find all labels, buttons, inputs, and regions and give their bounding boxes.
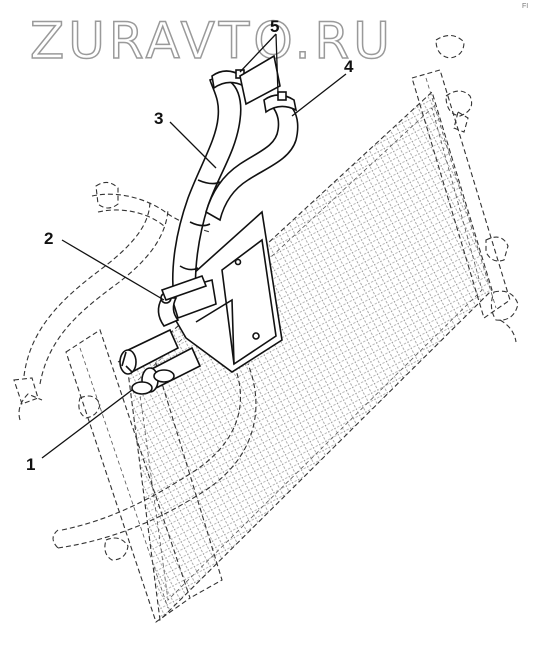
heater-core-housing [162, 210, 283, 373]
radiator-side-tank-right [411, 69, 511, 319]
corner-mark: FI [522, 3, 528, 10]
callout-1: 1 [26, 455, 35, 474]
watermark-text: ZURAVTO.RU [30, 12, 394, 70]
radiator-core [127, 91, 493, 622]
heater-pipe-stubs [119, 328, 202, 395]
clip-plate [239, 54, 281, 106]
callout-4: 4 [344, 57, 354, 76]
top-left-hose [91, 193, 211, 233]
callout-2: 2 [44, 229, 53, 248]
leader-lines [41, 33, 347, 459]
callout-3: 3 [154, 109, 163, 128]
radiator-hose-upper [13, 199, 169, 421]
callout-5: 5 [270, 17, 279, 36]
mounting-brackets [78, 34, 519, 561]
hose-clamp-upper-right [263, 91, 298, 114]
radiator-hose-lower [52, 359, 257, 549]
